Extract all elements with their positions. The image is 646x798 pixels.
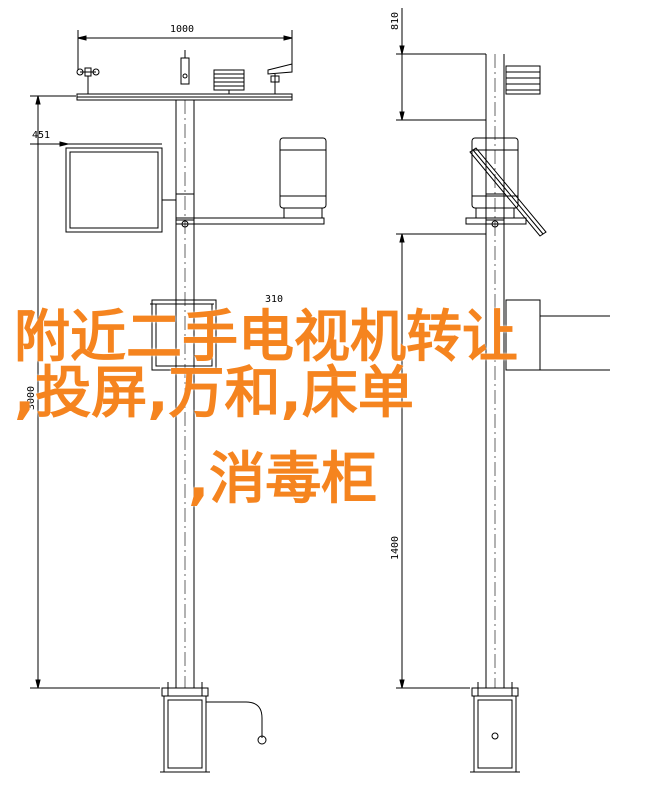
foundation-left bbox=[160, 695, 267, 773]
instrument-cylinder bbox=[279, 137, 327, 219]
radiation-shield-sensor bbox=[213, 69, 245, 94]
dim-panel: 451 bbox=[30, 130, 162, 147]
mast-right bbox=[485, 54, 505, 688]
dim-right-top: 810 bbox=[390, 8, 486, 121]
right-solar-panel bbox=[469, 147, 547, 237]
mast-left bbox=[175, 100, 195, 688]
top-crossarm bbox=[76, 93, 293, 101]
dim-total-height: 3000 bbox=[26, 95, 160, 689]
right-control-box bbox=[505, 299, 610, 371]
dim-top-width: 1000 bbox=[77, 24, 293, 70]
dim-top-width-label: 1000 bbox=[170, 24, 194, 35]
dim-box-width-label: 310 bbox=[265, 294, 283, 305]
right-instrument-cylinder bbox=[471, 137, 519, 219]
dim-lower-height-label: 1400 bbox=[390, 536, 401, 560]
right-top-sensor bbox=[505, 65, 541, 95]
dim-lower-height: 1400 bbox=[390, 233, 486, 689]
lightning-rod bbox=[180, 50, 190, 85]
dim-right-top-label: 810 bbox=[390, 12, 401, 30]
dim-panel-label: 451 bbox=[32, 130, 50, 141]
foundation-right bbox=[470, 695, 520, 773]
wind-sensor-left bbox=[76, 67, 100, 94]
control-box bbox=[151, 299, 217, 371]
solar-panel bbox=[65, 147, 176, 233]
middle-crossarm bbox=[175, 217, 325, 225]
right-middle-crossarm bbox=[465, 217, 527, 225]
dim-total-height-label: 3000 bbox=[26, 386, 37, 410]
wind-vane-right bbox=[267, 63, 293, 94]
